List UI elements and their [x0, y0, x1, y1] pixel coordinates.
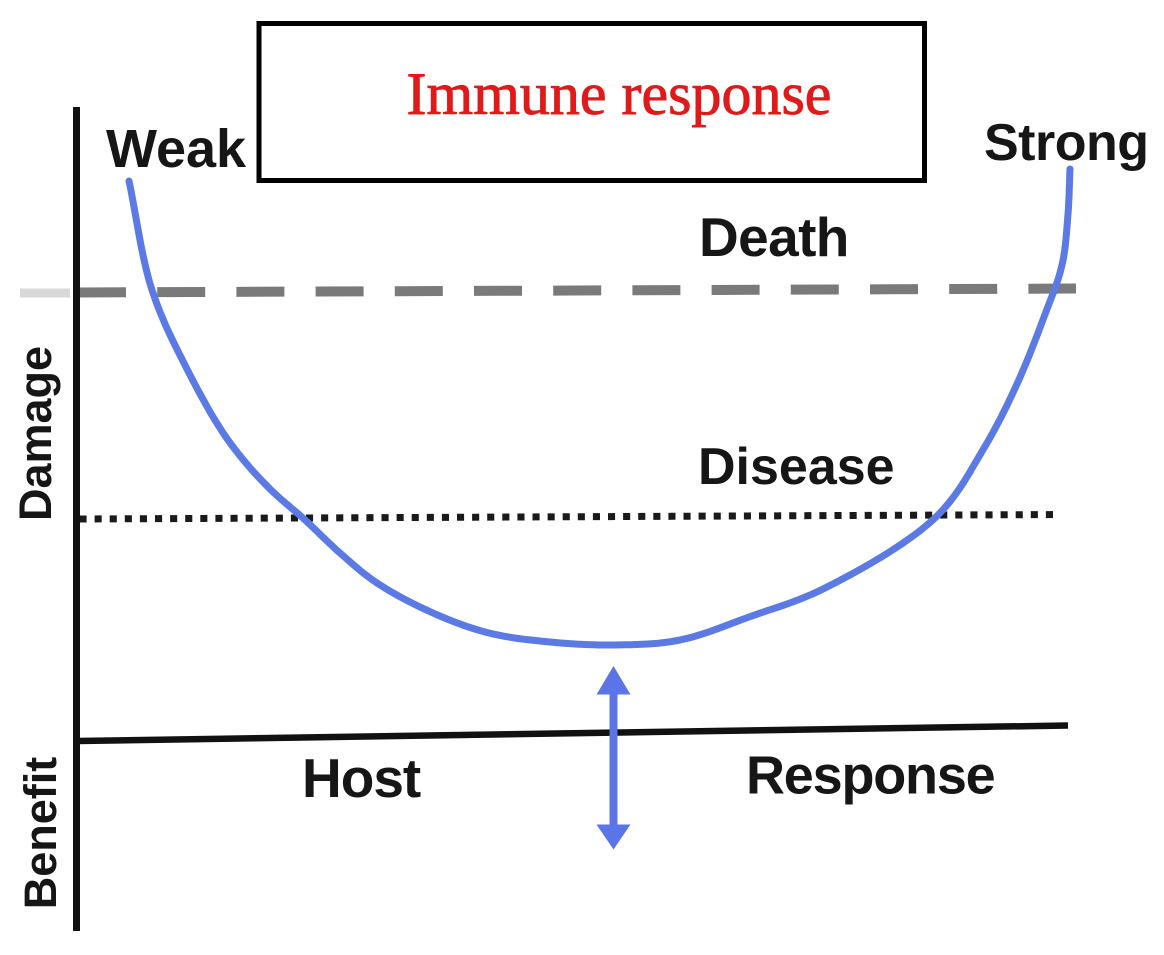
- svg-text:Response: Response: [746, 746, 995, 806]
- svg-text:Weak: Weak: [106, 119, 247, 179]
- svg-text:Damage: Damage: [10, 346, 61, 521]
- svg-text:Benefit: Benefit: [15, 757, 66, 910]
- svg-text:Death: Death: [699, 206, 849, 268]
- svg-text:Host: Host: [302, 747, 421, 809]
- svg-text:Immune response: Immune response: [407, 61, 832, 127]
- svg-text:Strong: Strong: [984, 114, 1149, 172]
- svg-text:Disease: Disease: [698, 438, 895, 496]
